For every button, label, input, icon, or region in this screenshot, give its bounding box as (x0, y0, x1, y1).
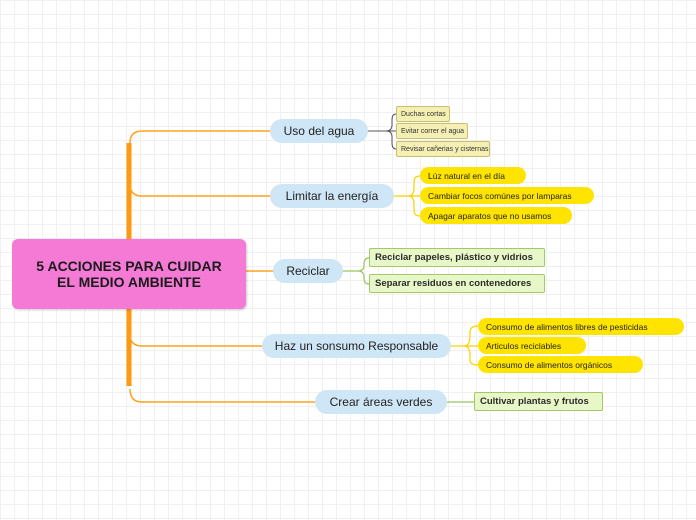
item-cultivar-plantas[interactable]: Cultivar plantas y frutos (474, 392, 603, 411)
link-areas (129, 388, 315, 403)
node-uso-del-agua[interactable]: Uso del agua (270, 119, 368, 143)
item-separar-residuos[interactable]: Separar residuos en contenedores (369, 274, 545, 293)
node-label: Uso del agua (283, 124, 355, 138)
link-agua-children (368, 113, 397, 150)
node-reciclar[interactable]: Reciclar (273, 259, 343, 283)
item-label: Revisar cañerias y cisternas (401, 145, 489, 153)
node-consumo-responsable[interactable]: Haz un sonsumo Responsable (262, 334, 451, 358)
item-luz-natural[interactable]: Lúz natural en el día (420, 167, 526, 184)
item-articulos-reciclables[interactable]: Articulos reciclables (478, 337, 586, 354)
item-label: Lúz natural en el día (428, 170, 506, 181)
node-label: Reciclar (286, 264, 330, 278)
node-label: Haz un sonsumo Responsable (274, 339, 439, 353)
node-label: Limitar la energía (285, 189, 379, 203)
item-alimentos-sin-pesticidas[interactable]: Consumo de alimentos libres de pesticida… (478, 318, 684, 335)
item-apagar-aparatos[interactable]: Apagar aparatos que no usamos (420, 207, 572, 224)
item-label: Apagar aparatos que no usamos (428, 210, 552, 221)
link-energia-children (394, 175, 421, 217)
item-label: Duchas cortas (401, 110, 446, 118)
link-reciclar-children (343, 257, 370, 285)
link-consumo-children (451, 325, 479, 366)
link-consumo (129, 333, 262, 347)
item-label: Articulos reciclables (486, 340, 562, 351)
item-revisar-canerias[interactable]: Revisar cañerias y cisternas (396, 141, 490, 157)
item-label: Cultivar plantas y frutos (480, 396, 589, 407)
item-alimentos-organicos[interactable]: Consumo de alimentos orgánicos (478, 356, 643, 373)
node-crear-areas-verdes[interactable]: Crear áreas verdes (315, 390, 447, 414)
item-label: Evitar correr el agua (401, 127, 465, 135)
root-title: 5 ACCIONES PARA CUIDAR EL MEDIO AMBIENTE (36, 258, 222, 290)
trunk-line (129, 130, 270, 144)
item-label: Consumo de alimentos libres de pesticida… (486, 321, 648, 332)
item-duchas-cortas[interactable]: Duchas cortas (396, 106, 450, 122)
item-reciclar-papeles[interactable]: Reciclar papeles, plástico y vidrios (369, 248, 545, 267)
root-node[interactable]: 5 ACCIONES PARA CUIDAR EL MEDIO AMBIENTE (12, 239, 246, 309)
item-evitar-correr-agua[interactable]: Evitar correr el agua (396, 123, 468, 139)
item-label: Separar residuos en contenedores (375, 278, 532, 289)
item-label: Reciclar papeles, plástico y vidrios (375, 252, 533, 263)
item-cambiar-focos[interactable]: Cambiar focos comúnes por lamparas (420, 187, 594, 204)
item-label: Consumo de alimentos orgánicos (486, 359, 613, 370)
link-energia (129, 183, 270, 197)
node-limitar-energia[interactable]: Limitar la energía (270, 184, 394, 208)
node-label: Crear áreas verdes (329, 395, 433, 409)
item-label: Cambiar focos comúnes por lamparas (428, 190, 572, 201)
